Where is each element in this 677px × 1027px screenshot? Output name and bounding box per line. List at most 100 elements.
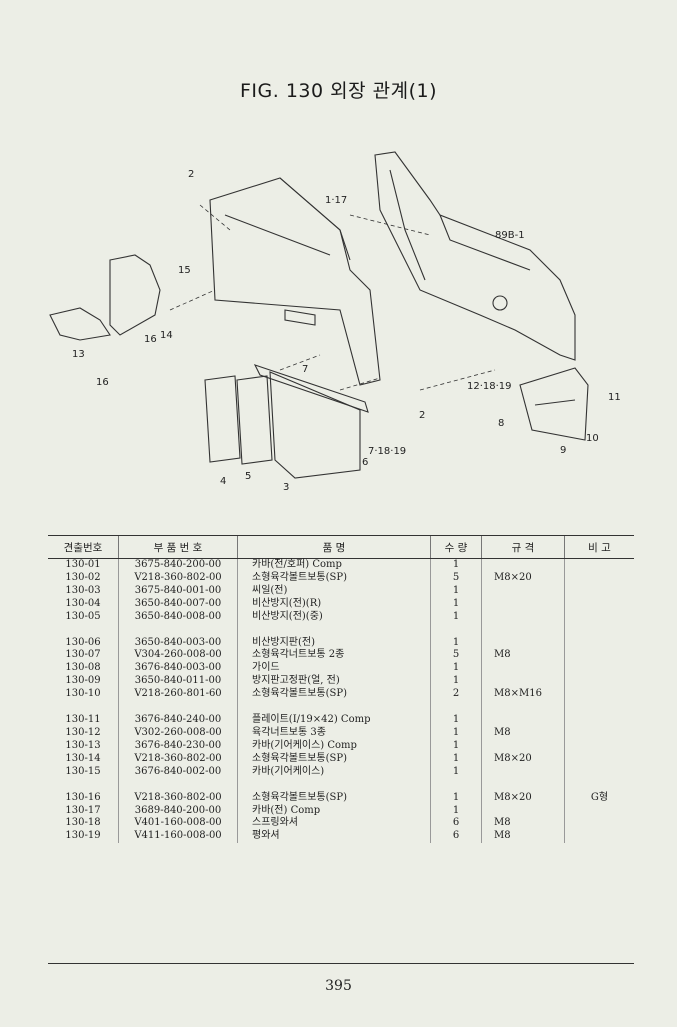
cell-spec: M8×20	[481, 571, 565, 585]
callout-89b-1: 89B-1	[495, 230, 525, 241]
cell-part-name: 소형육각볼트보통(SP)	[237, 752, 431, 766]
cell-part-name: 소형육각볼트보통(SP)	[237, 791, 431, 805]
spacer-cell	[48, 624, 119, 637]
cell-index-no: 130-19	[65, 830, 101, 842]
cell-spec: M8	[481, 830, 565, 844]
cell-spec	[481, 675, 565, 689]
cell-index-no: 130-03	[65, 584, 101, 596]
cell-part-name: 카바(전) Comp	[237, 804, 431, 818]
cell-remarks	[564, 662, 634, 676]
callout-7: 7	[302, 364, 308, 375]
group-spacer	[48, 623, 634, 637]
cell-part-no: 3650-840-011-00	[118, 675, 238, 689]
cell-remarks	[564, 804, 634, 818]
spacer-cell	[237, 701, 431, 715]
table-bottom-rule	[48, 963, 634, 964]
cell-remarks	[564, 597, 634, 611]
cell-index-no: 130-08	[65, 662, 101, 674]
cell-spec	[481, 610, 565, 624]
callout-9: 9	[560, 445, 566, 456]
cell-part-no: 3650-840-008-00	[118, 610, 238, 624]
callout-13: 13	[72, 349, 85, 360]
cell-remarks	[564, 739, 634, 753]
spacer-cell	[430, 778, 482, 792]
cell-quantity: 1	[430, 739, 482, 753]
spacer-cell	[564, 701, 634, 715]
cell-remarks	[564, 649, 634, 663]
cell-index-no: 130-13	[65, 739, 101, 751]
cell-part-no: 3675-840-001-00	[118, 584, 238, 598]
cell-remarks	[564, 688, 634, 702]
cell-quantity: 1	[430, 662, 482, 676]
cell-index-no: 130-05	[65, 610, 101, 622]
cell-part-name: 비산방지판(전)	[237, 636, 431, 650]
cell-remarks	[564, 675, 634, 689]
spacer-cell	[118, 701, 238, 715]
callout-11: 11	[608, 392, 621, 403]
callout-1-17: 1·17	[325, 195, 347, 206]
page-number: 395	[325, 978, 352, 994]
cell-part-name: 소형육각너트보통 2종	[237, 649, 431, 663]
callout-7-18-19: 7·18·19	[368, 446, 406, 457]
cell-part-name: 방지판고정판(얼, 전)	[237, 675, 431, 689]
cell-index-no: 130-04	[65, 597, 101, 609]
cell-spec	[481, 714, 565, 727]
cell-part-name: 비산방지(전)(중)	[237, 610, 431, 624]
cell-part-name: 카바(기어케이스)	[237, 765, 431, 779]
callout-8: 8	[498, 418, 504, 429]
diagram-svg: 2 1·17 89B-1 15 14 16 13 16 7 2 12·18·19…	[49, 151, 621, 493]
cell-remarks	[564, 714, 634, 727]
cell-remarks	[564, 765, 634, 779]
spacer-cell	[118, 778, 238, 792]
cell-index-no: 130-12	[65, 726, 101, 738]
cell-part-no: 3650-840-007-00	[118, 597, 238, 611]
cell-spec	[481, 804, 565, 818]
figure-title: FIG. 130 외장 관계(1)	[239, 80, 437, 102]
table-header-row: 견출번호 부 품 번 호 품 명 수 량 규 격 비 고	[48, 535, 634, 559]
spacer-cell	[237, 623, 431, 637]
header-part-name: 품 명	[237, 535, 431, 559]
cell-part-name: 육각너트보통 3종	[237, 726, 431, 740]
group-spacer	[48, 701, 634, 715]
cell-part-no: 3689-840-200-00	[118, 804, 238, 818]
cell-quantity: 1	[430, 714, 482, 727]
cell-quantity: 1	[430, 765, 482, 779]
callout-2-right: 2	[419, 410, 425, 421]
cell-spec: M8×M16	[481, 688, 565, 702]
callout-4: 4	[220, 476, 226, 487]
cell-spec: M8×20	[481, 752, 565, 766]
spacer-cell	[237, 778, 431, 792]
cell-spec	[481, 597, 565, 611]
cell-index-no: 130-11	[65, 714, 101, 726]
cell-part-no: V401-160-008-00	[118, 817, 238, 831]
cell-quantity: 1	[430, 558, 482, 572]
spacer-cell	[48, 779, 119, 792]
cell-part-no: V304-260-008-00	[118, 649, 238, 663]
cell-spec	[481, 739, 565, 753]
cell-spec	[481, 584, 565, 598]
cell-remarks	[564, 752, 634, 766]
cell-remarks	[564, 610, 634, 624]
header-part-no: 부 품 번 호	[118, 535, 238, 559]
callout-3: 3	[283, 482, 289, 493]
callout-10: 10	[586, 433, 599, 444]
cell-part-name: 가이드	[237, 662, 431, 676]
cell-part-no: V218-260-801-60	[118, 688, 238, 702]
cell-spec	[481, 636, 565, 650]
spacer-cell	[564, 623, 634, 637]
cell-index-no: 130-15	[65, 765, 101, 777]
cell-part-no: V218-360-802-00	[118, 791, 238, 805]
callout-16-lower: 16	[96, 377, 109, 388]
